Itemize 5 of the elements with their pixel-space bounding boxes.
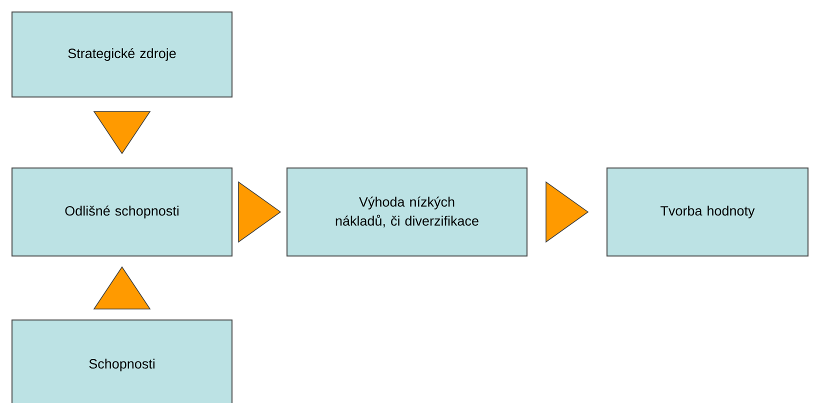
process-box: Výhoda nízkých nákladů, či diverzifikace (286, 167, 528, 256)
process-box: Tvorba hodnoty (606, 167, 808, 256)
process-box: Schopnosti (12, 319, 232, 403)
process-box: Odlišné schopnosti (12, 167, 232, 256)
process-box: Strategické zdroje (12, 12, 232, 98)
